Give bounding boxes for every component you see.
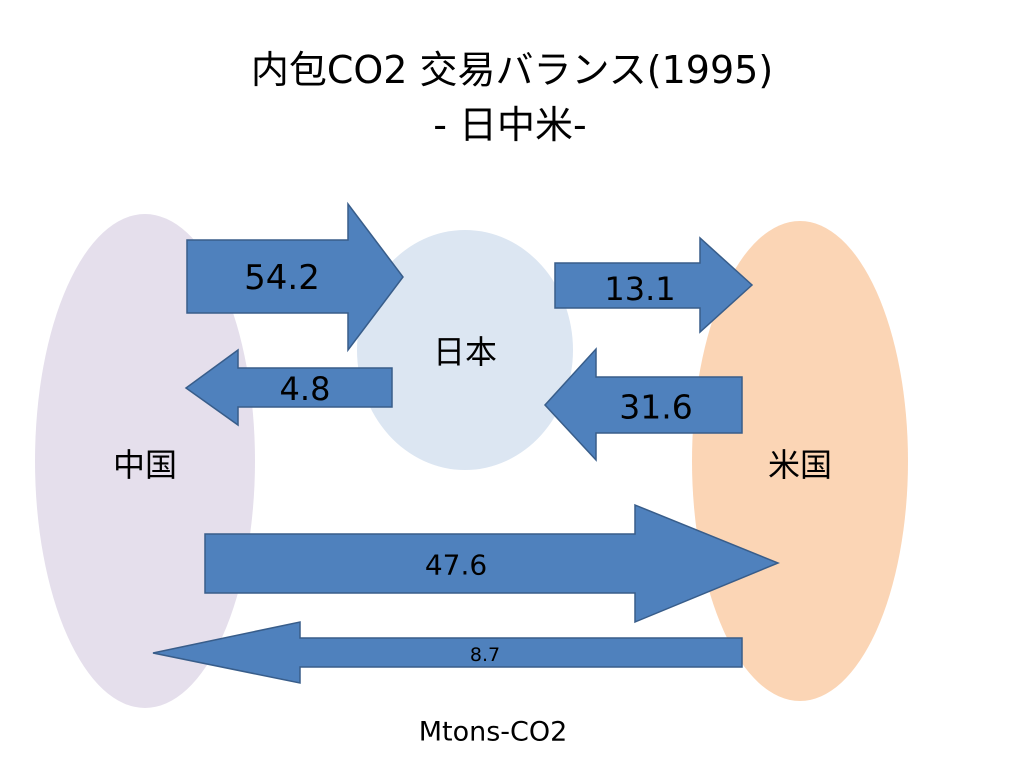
node-usa-ellipse <box>692 221 908 701</box>
node-usa-label: 米国 <box>768 446 832 484</box>
flow-value-china-to-usa: 47.6 <box>425 549 487 582</box>
flow-value-japan-to-usa: 13.1 <box>604 270 675 308</box>
flow-arrow-japan-to-china <box>184 348 393 427</box>
node-japan-label: 日本 <box>433 333 497 371</box>
flow-arrow-usa-to-china <box>152 621 743 684</box>
flow-value-usa-to-japan: 31.6 <box>619 388 692 427</box>
flow-arrow-china-to-usa <box>204 503 780 624</box>
flow-value-usa-to-china: 8.7 <box>470 644 500 666</box>
node-china-ellipse <box>35 214 255 708</box>
flow-value-japan-to-china: 4.8 <box>280 370 331 408</box>
title-line-1: 内包CO2 交易バランス(1995) <box>251 48 773 92</box>
flow-arrow-japan-to-usa <box>554 236 754 334</box>
title-line-2: - 日中米- <box>433 103 587 147</box>
flow-value-china-to-japan: 54.2 <box>244 258 320 298</box>
flow-arrow-usa-to-japan <box>543 347 743 462</box>
node-china-label: 中国 <box>113 446 177 484</box>
unit-label: Mtons-CO2 <box>419 717 568 748</box>
node-japan-circle <box>357 230 573 470</box>
flow-arrow-china-to-japan <box>186 201 404 353</box>
